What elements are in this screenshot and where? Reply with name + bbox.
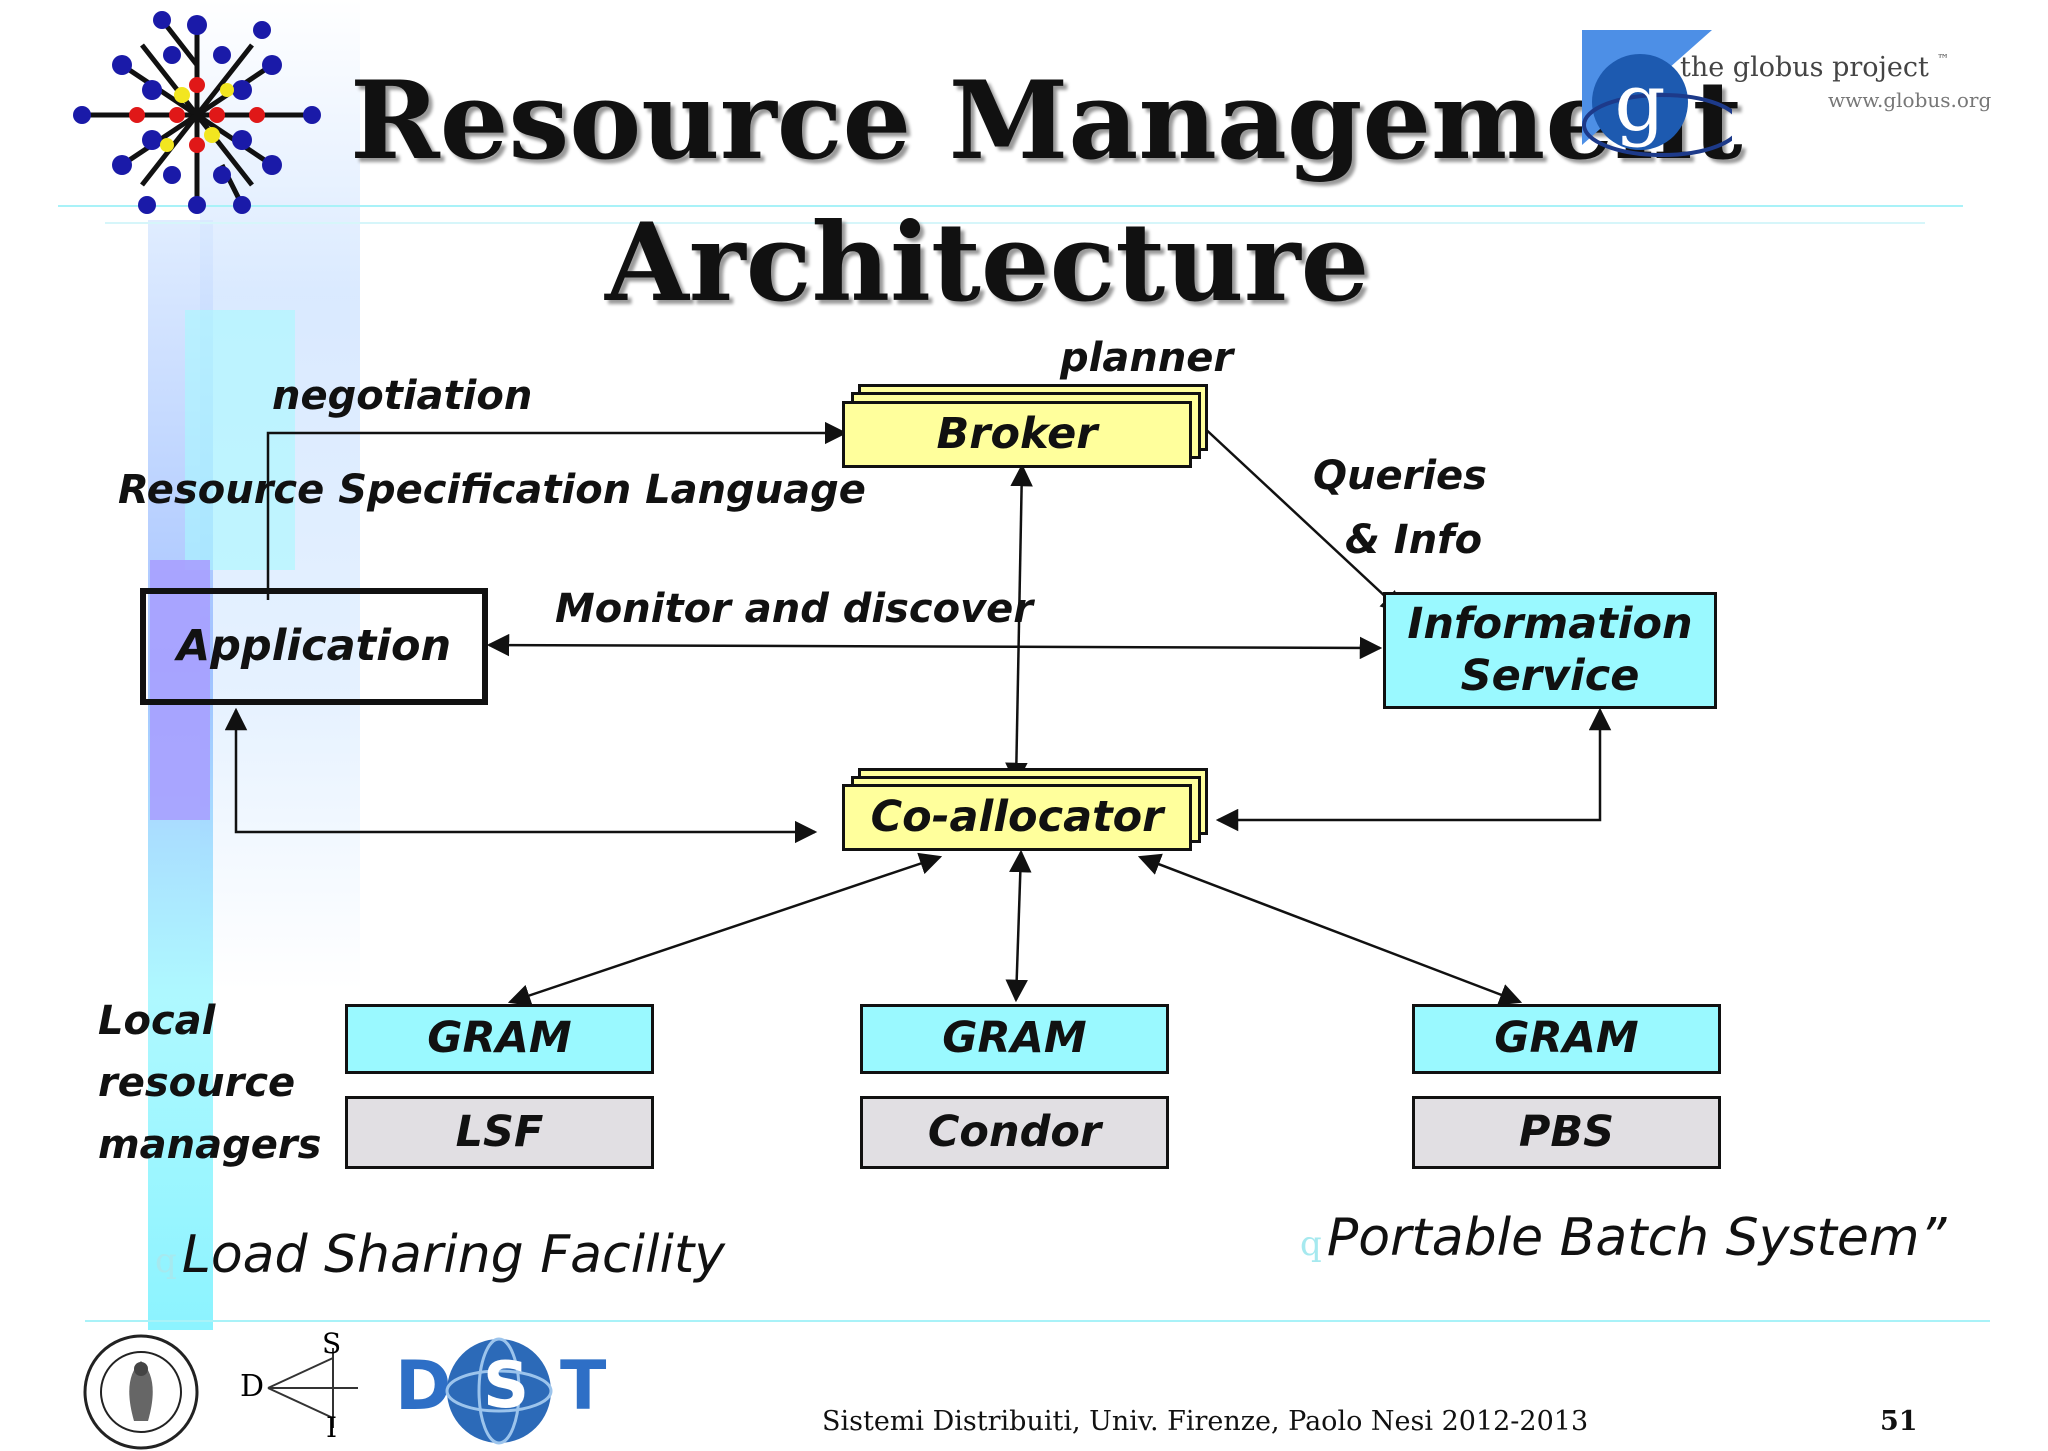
disit-logo: D S T (395, 1335, 615, 1445)
page-number: 51 (1880, 1406, 1918, 1437)
globus-logo: g the globus project ™ www.globus.org (1582, 30, 1991, 165)
note-bullet-1: q (155, 1241, 177, 1281)
condor-box: Condor (860, 1096, 1169, 1169)
information-service-label-1: Information (1407, 598, 1693, 649)
gram-label-3: GRAM (1494, 1013, 1639, 1064)
local-label-3: managers (98, 1122, 322, 1168)
coallocator-label: Co-allocator (870, 791, 1164, 842)
note-lsf: q Load Sharing Facility (155, 1225, 725, 1285)
broker-coallocator-arrow (1005, 463, 1033, 786)
monitor-discover-arrow (486, 633, 1383, 660)
globus-emblem-icon: g (1582, 30, 1732, 157)
page-title-line1: Resource Management (350, 58, 1743, 184)
monitor-discover-label: Monitor and discover (555, 586, 1034, 632)
globus-url: www.globus.org (1828, 88, 1992, 112)
disit-letter-d: D (395, 1347, 452, 1426)
broker-infoservice-arrow (1183, 408, 1404, 614)
local-label-2: resource (98, 1060, 296, 1106)
information-service-label-2: Service (1460, 650, 1640, 701)
header-divider (58, 205, 1963, 207)
infoservice-coallocator-arrow (1215, 707, 1612, 832)
disit-globe-icon (445, 1337, 553, 1445)
disit-letter-t: T (560, 1347, 607, 1426)
molecule-logo-icon (73, 11, 321, 214)
broker-box: Broker (842, 401, 1192, 468)
university-seal-icon (83, 1334, 199, 1450)
dsi-logo: D S I (238, 1327, 368, 1444)
gram-box-condor: GRAM (860, 1004, 1169, 1074)
note-bullet-2: q (1300, 1224, 1322, 1264)
pbs-box: PBS (1412, 1096, 1721, 1169)
local-label-1: Local (98, 998, 216, 1044)
decor-band-violet (150, 560, 210, 820)
planner-label: planner (1060, 335, 1234, 381)
application-box: Application (140, 588, 488, 705)
gram-label-1: GRAM (427, 1013, 572, 1064)
note-lsf-text: Load Sharing Facility (181, 1225, 726, 1285)
footer-divider (85, 1320, 1990, 1322)
disit-letter-s: S (483, 1349, 530, 1423)
header-divider-2 (105, 222, 1925, 224)
coallocator-box: Co-allocator (842, 784, 1192, 851)
gram-box-lsf: GRAM (345, 1004, 654, 1074)
info-label: & Info (1345, 517, 1483, 563)
lsf-box: LSF (345, 1096, 654, 1169)
pbs-label: PBS (1518, 1106, 1615, 1157)
globus-tm: ™ (1937, 52, 1949, 66)
page-title-line2: Architecture (605, 200, 1370, 326)
dsi-logo-icon (267, 1348, 358, 1428)
note-pbs-text: Portable Batch System” (1326, 1208, 1947, 1268)
coallocator-gram2-arrow (1005, 849, 1032, 1003)
dsi-letter-s: S (322, 1327, 342, 1360)
rsl-label: Resource Specification Language (118, 467, 866, 513)
lsf-label: LSF (455, 1106, 544, 1157)
information-service-box: Information Service (1383, 592, 1717, 709)
application-coallocator-arrow (224, 707, 818, 844)
dsi-letter-i: I (326, 1411, 338, 1444)
gram-box-pbs: GRAM (1412, 1004, 1721, 1074)
queries-label: Queries (1313, 453, 1487, 499)
globus-name: the globus project (1680, 52, 1929, 83)
gram-label-2: GRAM (942, 1013, 1087, 1064)
note-pbs: q Portable Batch System” (1300, 1208, 1947, 1268)
coallocator-gram1-arrow (507, 852, 943, 1007)
decor-band-cyan (185, 310, 295, 570)
coallocator-gram3-arrow (1137, 853, 1523, 1006)
dsi-letter-d: D (240, 1369, 265, 1404)
condor-label: Condor (927, 1106, 1102, 1157)
negotiation-arrow (266, 421, 848, 600)
application-label: Application (176, 620, 452, 671)
footer-course: Sistemi Distribuiti, Univ. Firenze, Paol… (822, 1406, 1589, 1437)
broker-label: Broker (936, 408, 1098, 459)
negotiation-label: negotiation (272, 373, 533, 419)
globus-letter: g (1614, 56, 1665, 149)
